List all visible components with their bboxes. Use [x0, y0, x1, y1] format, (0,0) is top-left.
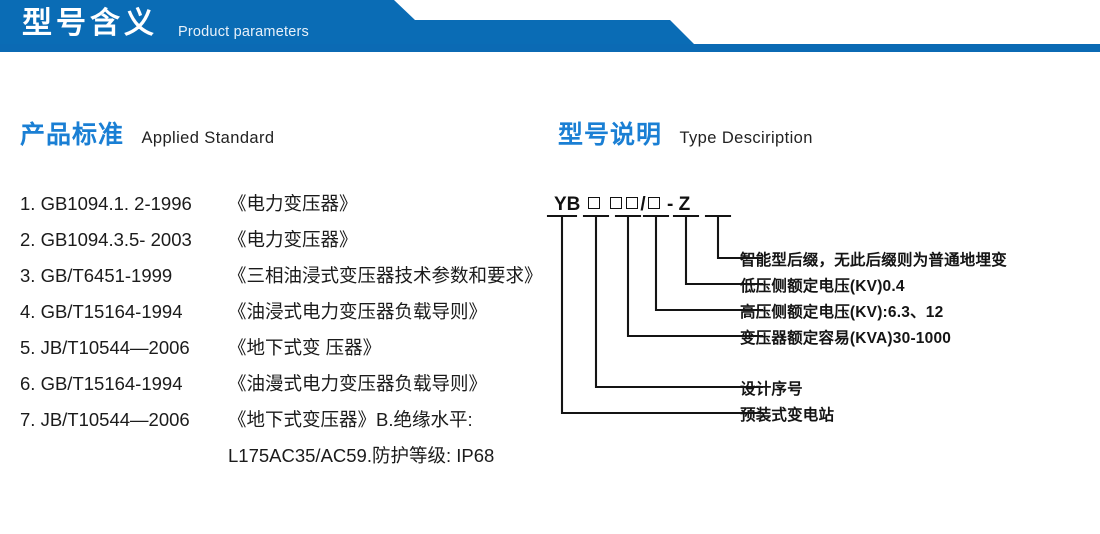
standard-name: 《电力变压器》 [228, 229, 358, 250]
header-background-shape [0, 0, 1100, 52]
callout-label-capacity: 变压器额定容易(KVA)30-1000 [740, 330, 952, 347]
list-item: 5. JB/T10544—2006 《地下式变 压器》 [20, 334, 550, 370]
type-code-box-2 [610, 197, 623, 209]
type-code-box-1 [588, 197, 601, 209]
section-heading-type-description: 型号说明 Type Desciription [558, 115, 813, 151]
section-heading-en: Type Desciription [679, 129, 813, 147]
section-heading-en: Applied Standard [141, 129, 275, 147]
standard-code: 1. GB1094.1. 2-1996 [20, 193, 192, 214]
standard-code: 5. JB/T10544—2006 [20, 337, 190, 358]
list-item: 6. GB/T15164-1994 《油漫式电力变压器负载导则》 [20, 370, 550, 406]
standard-code: 3. GB/T6451-1999 [20, 265, 173, 286]
callout-label-design-serial: 设计序号 [740, 381, 803, 398]
page-header: 型号含义 Product parameters [0, 0, 1100, 52]
standard-name: 《油漫式电力变压器负载导则》 [228, 373, 488, 394]
type-code-box-3 [626, 197, 639, 209]
standard-code: 6. GB/T15164-1994 [20, 373, 183, 394]
callout-label-lv-voltage: 低压侧额定电压(KV)0.4 [740, 278, 905, 295]
callout-label-suffix: 智能型后缀，无此后缀则为普通地埋变 [740, 252, 1007, 269]
standard-name: 《地下式变 压器》 [228, 337, 382, 358]
section-heading-applied-standard: 产品标准 Applied Standard [20, 115, 274, 151]
list-item: 1. GB1094.1. 2-1996 《电力变压器》 [20, 190, 550, 226]
section-heading-cn: 型号说明 [558, 121, 663, 149]
standard-name: 《地下式变压器》B.绝缘水平: [228, 409, 473, 430]
header-subtitle: Product parameters [178, 24, 309, 40]
callout-label-substation: 预装式变电站 [740, 407, 835, 424]
callout-label-hv-voltage: 高压侧额定电压(KV):6.3、12 [740, 304, 944, 321]
list-item: 4. GB/T15164-1994 《油浸式电力变压器负载导则》 [20, 298, 550, 334]
standards-list: 1. GB1094.1. 2-1996 《电力变压器》 2. GB1094.3.… [20, 190, 550, 478]
list-item: 3. GB/T6451-1999 《三相油浸式变压器技术参数和要求》 [20, 262, 550, 298]
type-code-box-4 [647, 197, 660, 209]
leader-lines [546, 214, 764, 415]
standard-name: 《油浸式电力变压器负载导则》 [228, 301, 488, 322]
list-item: 7. JB/T10544—2006 《地下式变压器》B.绝缘水平: [20, 406, 550, 442]
header-title: 型号含义 [22, 7, 158, 40]
type-code-string: YB/ - Z [554, 194, 691, 215]
standard-code: 4. GB/T15164-1994 [20, 301, 183, 322]
list-item-continuation: L175AC35/AC59.防护等级: IP68 [20, 442, 550, 478]
standard-code: 7. JB/T10544—2006 [20, 409, 190, 430]
standard-name: 《电力变压器》 [228, 193, 358, 214]
standard-name: 《三相油浸式变压器技术参数和要求》 [228, 265, 543, 286]
list-item: 2. GB1094.3.5- 2003 《电力变压器》 [20, 226, 550, 262]
standard-code: 2. GB1094.3.5- 2003 [20, 229, 192, 250]
type-code-prefix: YB [554, 194, 581, 215]
section-heading-cn: 产品标准 [20, 121, 125, 149]
standard-name: L175AC35/AC59.防护等级: IP68 [228, 445, 495, 466]
type-designation-diagram: YB/ - Z 智能型后缀，无此后缀则为普通地埋变 低压 [540, 185, 1085, 445]
